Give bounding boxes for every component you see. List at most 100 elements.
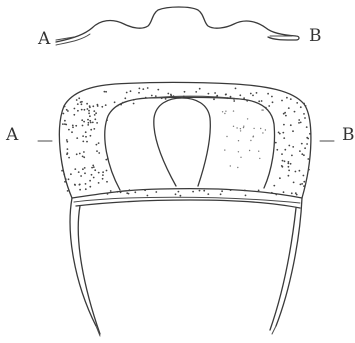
stipple-dot — [279, 133, 281, 135]
stipple-dot — [227, 97, 229, 99]
stipple-dot — [82, 168, 84, 170]
stipple-dot — [240, 128, 241, 129]
stipple-dot — [85, 188, 87, 190]
stipple-dot — [81, 109, 83, 111]
stipple-dot — [303, 103, 305, 105]
stipple-dot — [173, 95, 175, 97]
stipple-dot — [116, 191, 118, 193]
stipple-dot — [85, 131, 87, 133]
stipple-dot — [238, 140, 239, 141]
stipple-dot — [240, 157, 241, 158]
stipple-dot — [76, 99, 78, 101]
stipple-dot — [71, 131, 73, 133]
stipple-dot — [78, 171, 80, 173]
stipple-dot — [199, 88, 201, 90]
stipple-dot — [76, 153, 78, 155]
stipple-dot — [165, 98, 167, 100]
stipple-dot — [300, 184, 302, 186]
stipple-dot — [89, 106, 91, 108]
stipple-dot — [233, 98, 235, 100]
stipple-dot — [90, 122, 92, 124]
stipple-dot — [89, 180, 91, 182]
stipple-dot — [147, 87, 149, 89]
stipple-dot — [64, 181, 66, 183]
stipple-dot — [244, 190, 246, 192]
stipple-dot — [126, 92, 128, 94]
stipple-dot — [64, 106, 66, 108]
stipple-dot — [304, 117, 306, 119]
stipple-dot — [138, 92, 140, 94]
stipple-dot — [233, 126, 234, 127]
stipple-dot — [82, 135, 84, 137]
stipple-dot — [281, 100, 283, 102]
stipple-dot — [98, 152, 100, 154]
stipple-dot — [101, 106, 103, 108]
stipple-dot — [281, 153, 283, 155]
stipple-dot — [236, 127, 237, 128]
stipple-dot — [258, 100, 260, 102]
stipple-dot — [66, 153, 68, 155]
stipple-dot — [86, 141, 88, 143]
stipple-dot — [145, 97, 147, 99]
stipple-dot — [66, 139, 68, 141]
stipple-dot — [272, 101, 274, 103]
stipple-dot — [94, 118, 96, 120]
stipple-dot — [253, 136, 254, 137]
stipple-dot — [96, 122, 98, 124]
stipple-dot — [96, 144, 98, 146]
stipple-dot — [142, 88, 144, 90]
stipple-dot — [157, 89, 159, 91]
stipple-dot — [63, 173, 65, 175]
transverse-band-bottom — [76, 200, 300, 208]
stipple-dot — [107, 158, 109, 160]
stipple-dot — [265, 107, 267, 109]
stipple-dot — [299, 150, 301, 152]
stipple-dot — [102, 174, 104, 176]
stipple-dot — [283, 113, 285, 115]
stipple-dot — [81, 119, 83, 121]
stipple-dot — [283, 124, 285, 126]
view-label-a: A — [5, 125, 19, 145]
stipple-dot — [93, 177, 95, 179]
stipple-dot — [238, 151, 239, 152]
central-valve — [154, 98, 211, 186]
left-leg-outer — [70, 198, 96, 326]
stipple-dot — [288, 170, 290, 172]
stipple-dot — [233, 110, 234, 111]
stipple-dot — [167, 93, 169, 95]
stipple-dot — [102, 171, 104, 173]
stipple-dot — [237, 167, 238, 168]
stipple-dot — [230, 189, 232, 191]
stipple-dot — [295, 171, 297, 173]
stipple-dot — [68, 178, 70, 180]
stipple-dot — [74, 184, 76, 186]
stipple-dot — [288, 166, 290, 168]
stipple-dot — [72, 125, 74, 127]
stipple-dot — [288, 145, 290, 147]
stipple-dot — [230, 96, 232, 98]
stipple-dot — [91, 167, 93, 169]
stipple-dot — [250, 93, 252, 95]
stipple-dot — [245, 195, 247, 197]
stipple-dot — [303, 113, 305, 115]
stipple-dot — [66, 141, 68, 143]
stipple-dot — [203, 190, 205, 192]
stipple-dot — [306, 126, 308, 128]
stipple-dot — [88, 112, 90, 114]
stipple-dot — [94, 114, 96, 116]
stipple-dot — [124, 97, 126, 99]
stipple-dot — [298, 119, 300, 121]
section-label-b: B — [309, 26, 322, 46]
stipple-dot — [65, 178, 67, 180]
stipple-dot — [76, 137, 78, 139]
stipple-dot — [122, 102, 124, 104]
stipple-dot — [282, 132, 284, 134]
stipple-dot — [224, 113, 225, 114]
stipple-dot — [259, 158, 260, 159]
stipple-dot — [144, 189, 146, 191]
stipple-dot — [226, 136, 227, 137]
stipple-dot — [252, 95, 254, 97]
stipple-dot — [85, 183, 87, 185]
stipple-dot — [262, 109, 263, 110]
stipple-dot — [294, 111, 296, 113]
